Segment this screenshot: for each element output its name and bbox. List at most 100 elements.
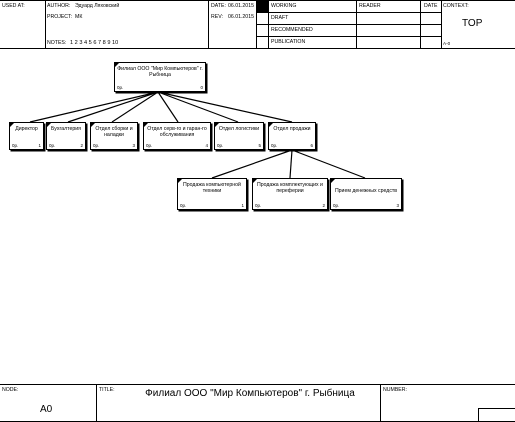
node-corner-mark (144, 123, 148, 127)
node-label: Отдел логистики (218, 126, 260, 132)
author-value: Эдуард Ляховский (75, 3, 120, 9)
status-recommended: RECOMMENDED (271, 27, 313, 33)
header-divider-used-at (45, 0, 46, 48)
node-number: 5 (258, 143, 261, 148)
node-sales-components[interactable]: Продажа комплектующих и переферии 0р. 2 (252, 178, 328, 210)
date-label: DATE: (211, 3, 226, 9)
node-accounting[interactable]: Бухгалтерия 0р. 2 (46, 122, 86, 150)
project-label: PROJECT: (47, 14, 73, 20)
node-root[interactable]: Филиал ООО "Мир Компьютеров" г. Рыбница … (114, 62, 206, 92)
connector-sales-to-cash (291, 149, 366, 179)
header-divider-context (441, 0, 442, 48)
reader-label: READER (359, 3, 381, 9)
node-label: Прием денежных средств (334, 188, 398, 194)
node-number: 1 (241, 203, 244, 208)
connector-root-to-director (29, 91, 159, 123)
node-op: 0р. (255, 203, 262, 208)
footer-divider-node (96, 384, 97, 422)
working-status-marker (257, 1, 268, 12)
node-label: NODE: (2, 387, 19, 393)
node-number: 4 (205, 143, 208, 148)
node-op: 0р. (271, 143, 278, 148)
node-label: Отдел продажи (273, 126, 311, 132)
node-op: 0р. (333, 203, 340, 208)
node-sales-cash[interactable]: Прием денежных средств 0р. 3 (330, 178, 402, 210)
node-corner-mark (178, 179, 182, 183)
node-corner-mark (253, 179, 257, 183)
node-number: 1 (38, 143, 41, 148)
rev-value: 06.01.2015 (228, 14, 254, 20)
node-number: 0 (200, 85, 203, 90)
node-op: 0р. (217, 143, 224, 148)
node-op: 0р. (93, 143, 100, 148)
rev-label: REV: (211, 14, 223, 20)
header-top-border (0, 0, 515, 1)
node-sales[interactable]: Отдел продажи 0р. 6 (268, 122, 316, 150)
header-bottom-border (0, 48, 515, 49)
notes-value: 1 2 3 4 5 6 7 8 9 10 (70, 40, 119, 46)
node-label: Отдел сборки и наладки (95, 126, 133, 138)
node-op: 0р. (12, 143, 19, 148)
notes-label: NOTES: (47, 40, 67, 46)
node-number: 2 (80, 143, 83, 148)
project-value: МК (75, 14, 83, 20)
footer-number-line (478, 408, 515, 409)
node-corner-mark (115, 63, 119, 67)
node-reference: A-0 (443, 41, 451, 46)
status-row-line-1 (256, 12, 441, 13)
footer-top-border (0, 384, 515, 385)
node-corner-mark (47, 123, 51, 127)
connector-root-to-service (157, 91, 179, 123)
status-publication: PUBLICATION (271, 39, 306, 45)
node-label: Продажа комплектующих и переферии (257, 182, 323, 194)
context-value: TOP (462, 18, 483, 29)
node-label: Бухгалтерия (51, 126, 81, 132)
node-number: 2 (322, 203, 325, 208)
connector-sales-to-components (289, 149, 293, 179)
connector-root-to-logistics (157, 91, 239, 123)
connector-root-to-accounting (67, 91, 159, 123)
node-sales-hardware[interactable]: Продажа компьютерной техники 0р. 1 (177, 178, 247, 210)
node-service[interactable]: Отдел серв-го и гаран-го обслуживания 0р… (143, 122, 211, 150)
connector-root-to-sales (157, 91, 293, 123)
node-director[interactable]: Директор 0р. 1 (9, 122, 44, 150)
context-label: CONTEXT: (443, 3, 469, 9)
node-value: A0 (40, 404, 53, 415)
number-label: NUMBER: (383, 387, 407, 393)
connector-sales-to-hardware (211, 149, 293, 179)
node-number: 3 (132, 143, 135, 148)
node-number: 6 (310, 143, 313, 148)
node-logistics[interactable]: Отдел логистики 0р. 5 (214, 122, 264, 150)
node-op: 0р. (180, 203, 187, 208)
node-op: 0р. (146, 143, 153, 148)
node-label: Директор (15, 126, 38, 132)
status-working: WORKING (271, 3, 297, 9)
node-number: 3 (396, 203, 399, 208)
node-assembly[interactable]: Отдел сборки и наладки 0р. 3 (90, 122, 138, 150)
node-corner-mark (91, 123, 95, 127)
date-value: 06.01.2015 (228, 3, 254, 9)
node-corner-mark (10, 123, 14, 127)
node-corner-mark (331, 179, 335, 183)
status-row-line-3 (256, 36, 441, 37)
title-label: TITLE: (99, 387, 115, 393)
footer-divider-number (478, 408, 479, 422)
node-corner-mark (269, 123, 273, 127)
node-op: 0р. (49, 143, 56, 148)
used-at-label: USED AT: (2, 3, 25, 9)
reader-date-label: DATE (424, 3, 438, 9)
node-corner-mark (215, 123, 219, 127)
status-row-line-2 (256, 24, 441, 25)
diagram-title: Филиал ООО "Мир Компьютеров" г. Рыбница (145, 388, 355, 399)
node-label: Отдел серв-го и гаран-го обслуживания (147, 126, 207, 138)
node-label: Филиал ООО "Мир Компьютеров" г. Рыбница (117, 66, 203, 78)
author-label: AUTHOR: (47, 3, 71, 9)
header-divider-author (208, 0, 209, 48)
node-label: Продажа компьютерной техники (183, 182, 241, 194)
status-draft: DRAFT (271, 15, 289, 21)
footer-divider-title (380, 384, 381, 422)
connector-root-to-assembly (111, 91, 159, 123)
node-op: 0р. (117, 85, 124, 90)
